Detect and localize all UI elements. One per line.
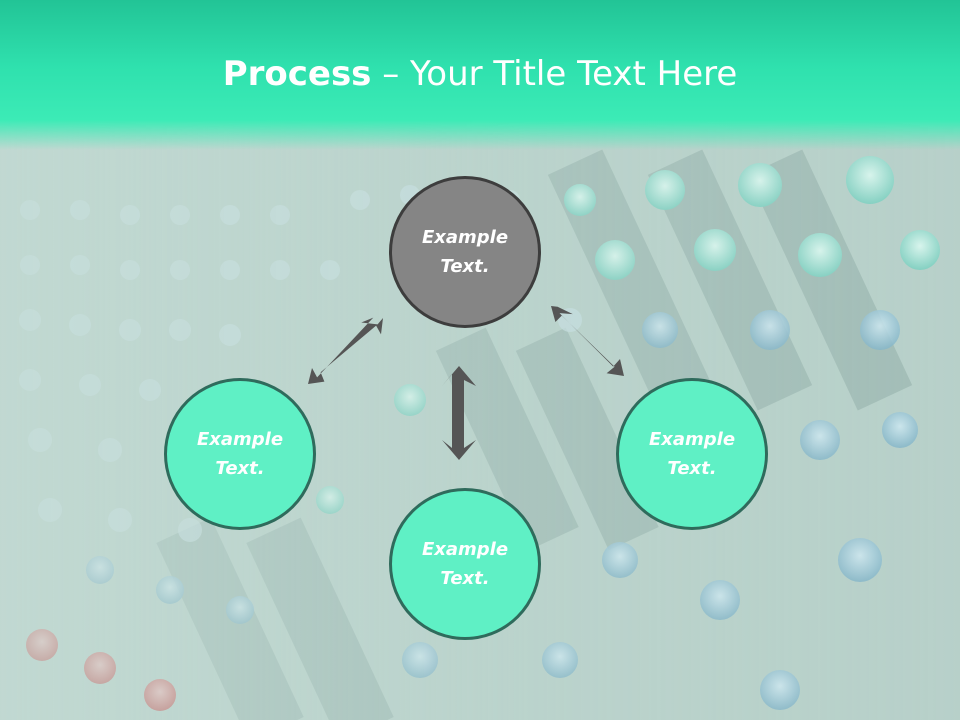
right-circle: Example Text. [616,378,768,530]
slide-title: Process – Your Title Text Here [0,52,960,96]
title-keyword: Process [222,54,372,94]
title-subtext: – Your Title Text Here [371,54,738,94]
left-circle: Example Text. [164,378,316,530]
double-arrow-icon-left [308,317,383,384]
double-arrow-icon-right [551,306,624,376]
title-bar: Process – Your Title Text Here [0,0,960,150]
center-circle: Example Text. [389,176,541,328]
bottom-circle: Example Text. [389,488,541,640]
double-arrow-icon-vertical [442,366,476,460]
